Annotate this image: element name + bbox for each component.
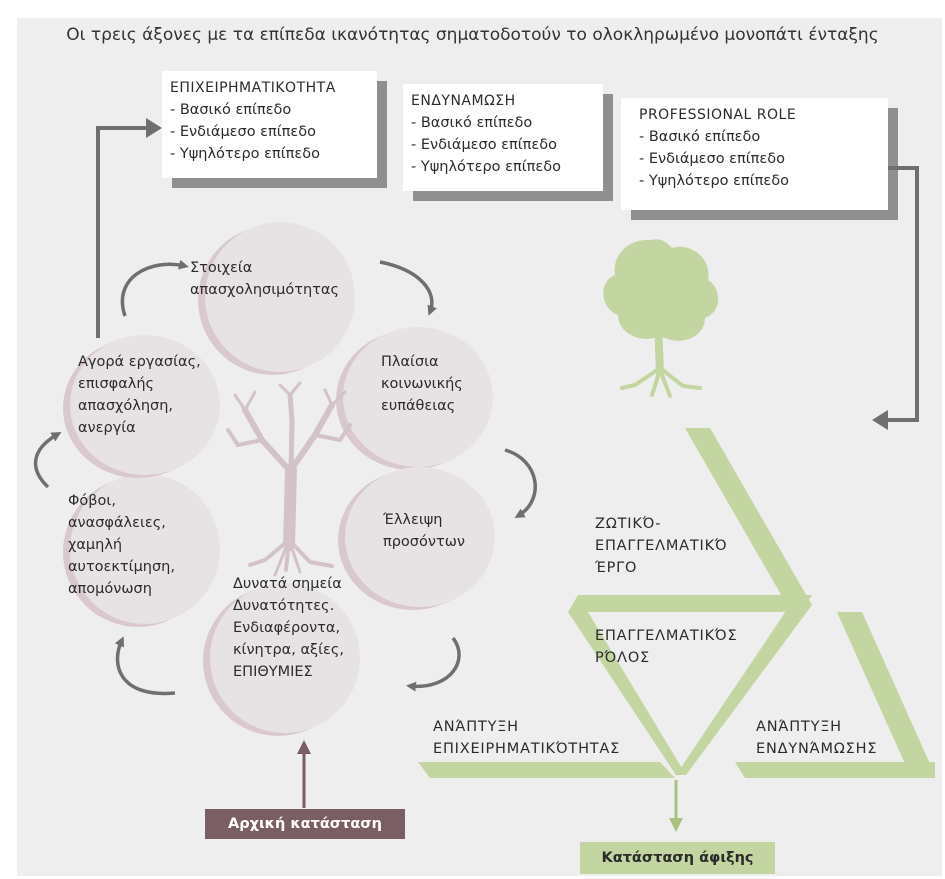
triangle-diagram (418, 428, 935, 778)
bubble-line: Φόβοι, (68, 493, 116, 509)
bubble-line: απομόνωση (68, 581, 152, 597)
axis-box-empowerment: ΕΝΔΥΝΑΜΩΣΗ - Βασικό επίπεδο - Ενδιάμεσο … (403, 84, 603, 191)
triangle-line: ΕΠΑΓΓΕΛΜΑΤΙΚΌ (595, 538, 728, 554)
bubble-line: Ενδιαφέροντα, (233, 620, 341, 636)
bubble-line: ανεργία (78, 420, 136, 436)
start-state-label: Αρχική κατάσταση (205, 809, 405, 839)
bubble-line: προσόντων (383, 534, 465, 550)
path-arrow-to-axes (96, 118, 162, 338)
axis-level: - Υψηλότερο επίπεδο (411, 159, 561, 175)
bubble-line: ευπάθειας (381, 398, 456, 414)
axis-level: - Υψηλότερο επίπεδο (170, 146, 320, 162)
bubble-line: κίνητρα, αξίες, (233, 642, 344, 658)
diagram-title: Οι τρεις άξονες με τα επίπεδα ικανότητας… (66, 25, 879, 45)
bubble-line: κοινωνικής (381, 376, 463, 392)
axis-heading: ΕΝΔΥΝΑΜΩΣΗ (411, 93, 516, 109)
bubble-line: Δυνατότητες. (233, 598, 335, 614)
cycle-bubble-fears: Φόβοι, ανασφάλειες, χαμηλή αυτοεκτίμηση,… (68, 474, 220, 624)
triangle-label-professional-role: ΕΠΑΓΓΕΛΜΑΤΙΚΌΣ ΡΌΛΟΣ (595, 625, 737, 669)
bubble-line: ΕΠΙΘΥΜΙΕΣ (233, 664, 313, 680)
bare-tree-icon (226, 381, 352, 577)
bubble-line: αυτοεκτίμηση, (68, 559, 175, 575)
cycle-bubble-employability: Στοιχεία απασχολησιμότητας (190, 222, 355, 372)
cycle-bubble-lack-of-qualifications: Έλλειψη προσόντων (345, 467, 495, 607)
triangle-line: ΑΝΆΠΤΥΞΗ (756, 719, 842, 735)
axis-heading: PROFESSIONAL ROLE (639, 107, 797, 123)
triangle-line: ΕΠΙΧΕΙΡΗΜΑΤΙΚΌΤΗΤΑΣ (433, 741, 621, 757)
cycle-bubble-labour-market: Αγορά εργασίας, επισφαλής απασχόληση, αν… (70, 335, 220, 475)
axis-box-professional-role: PROFESSIONAL ROLE - Βασικό επίπεδο - Ενδ… (621, 98, 888, 210)
bubble-line: Αγορά εργασίας, (78, 354, 201, 370)
bubble-line: χαμηλή (68, 537, 123, 553)
start-arrow (297, 740, 311, 808)
axis-level: - Βασικό επίπεδο (639, 129, 761, 145)
triangle-label-entrepreneurship-development: ΑΝΆΠΤΥΞΗ ΕΠΙΧΕΙΡΗΜΑΤΙΚΌΤΗΤΑΣ (433, 716, 620, 760)
cycle-bubble-social-vulnerability: Πλαίσια κοινωνικής ευπάθειας (343, 327, 493, 467)
bubble-line: Πλαίσια (381, 354, 439, 370)
triangle-label-vital-professional-project: ΖΩΤΙΚΌ- ΕΠΑΓΓΕΛΜΑΤΙΚΌ ΈΡΓΟ (595, 513, 727, 579)
axis-level: - Βασικό επίπεδο (170, 102, 292, 118)
arrival-state-label: Κατάσταση άφιξης (580, 842, 775, 874)
bubble-line: ανασφάλειες, (68, 515, 166, 531)
bubble-line: Έλλειψη (383, 512, 443, 528)
axis-level: - Υψηλότερο επίπεδο (639, 173, 789, 189)
axis-level: - Ενδιάμεσο επίπεδο (170, 124, 316, 140)
axis-level: - Ενδιάμεσο επίπεδο (639, 151, 785, 167)
cycle-arrow-icon (33, 259, 537, 696)
bubble-line: απασχόληση, (78, 398, 174, 414)
bubble-line: επισφαλής (78, 376, 155, 392)
triangle-line: ΕΠΑΓΓΕΛΜΑΤΙΚΌΣ (595, 628, 738, 644)
bubble-line: Δυνατά σημεία (233, 576, 342, 592)
bubble-line: απασχολησιμότητας (190, 282, 339, 298)
triangle-line: ΈΡΓΟ (595, 560, 638, 576)
triangle-line: ΖΩΤΙΚΌ- (595, 516, 662, 532)
bubble-line: Στοιχεία (190, 260, 253, 276)
axis-box-entrepreneurship: ΕΠΙΧΕΙΡΗΜΑΤΙΚΟΤΗΤΑ - Βασικό επίπεδο - Εν… (162, 71, 377, 178)
arrival-arrow (669, 780, 683, 832)
axis-level: - Ενδιάμεσο επίπεδο (411, 137, 557, 153)
path-arrow-to-triangle (872, 166, 919, 430)
axis-heading: ΕΠΙΧΕΙΡΗΜΑΤΙΚΟΤΗΤΑ (170, 80, 336, 96)
triangle-line: ΕΝΔΥΝΆΜΩΣΗΣ (756, 741, 878, 757)
triangle-label-empowerment-development: ΑΝΆΠΤΥΞΗ ΕΝΔΥΝΆΜΩΣΗΣ (756, 716, 877, 760)
cycle-bubble-strengths: Δυνατά σημεία Δυνατότητες. Ενδιαφέροντα,… (210, 576, 360, 733)
triangle-line: ΡΌΛΟΣ (595, 650, 651, 666)
green-tree-icon (603, 239, 719, 398)
axis-level: - Βασικό επίπεδο (411, 115, 533, 131)
triangle-line: ΑΝΆΠΤΥΞΗ (433, 719, 519, 735)
